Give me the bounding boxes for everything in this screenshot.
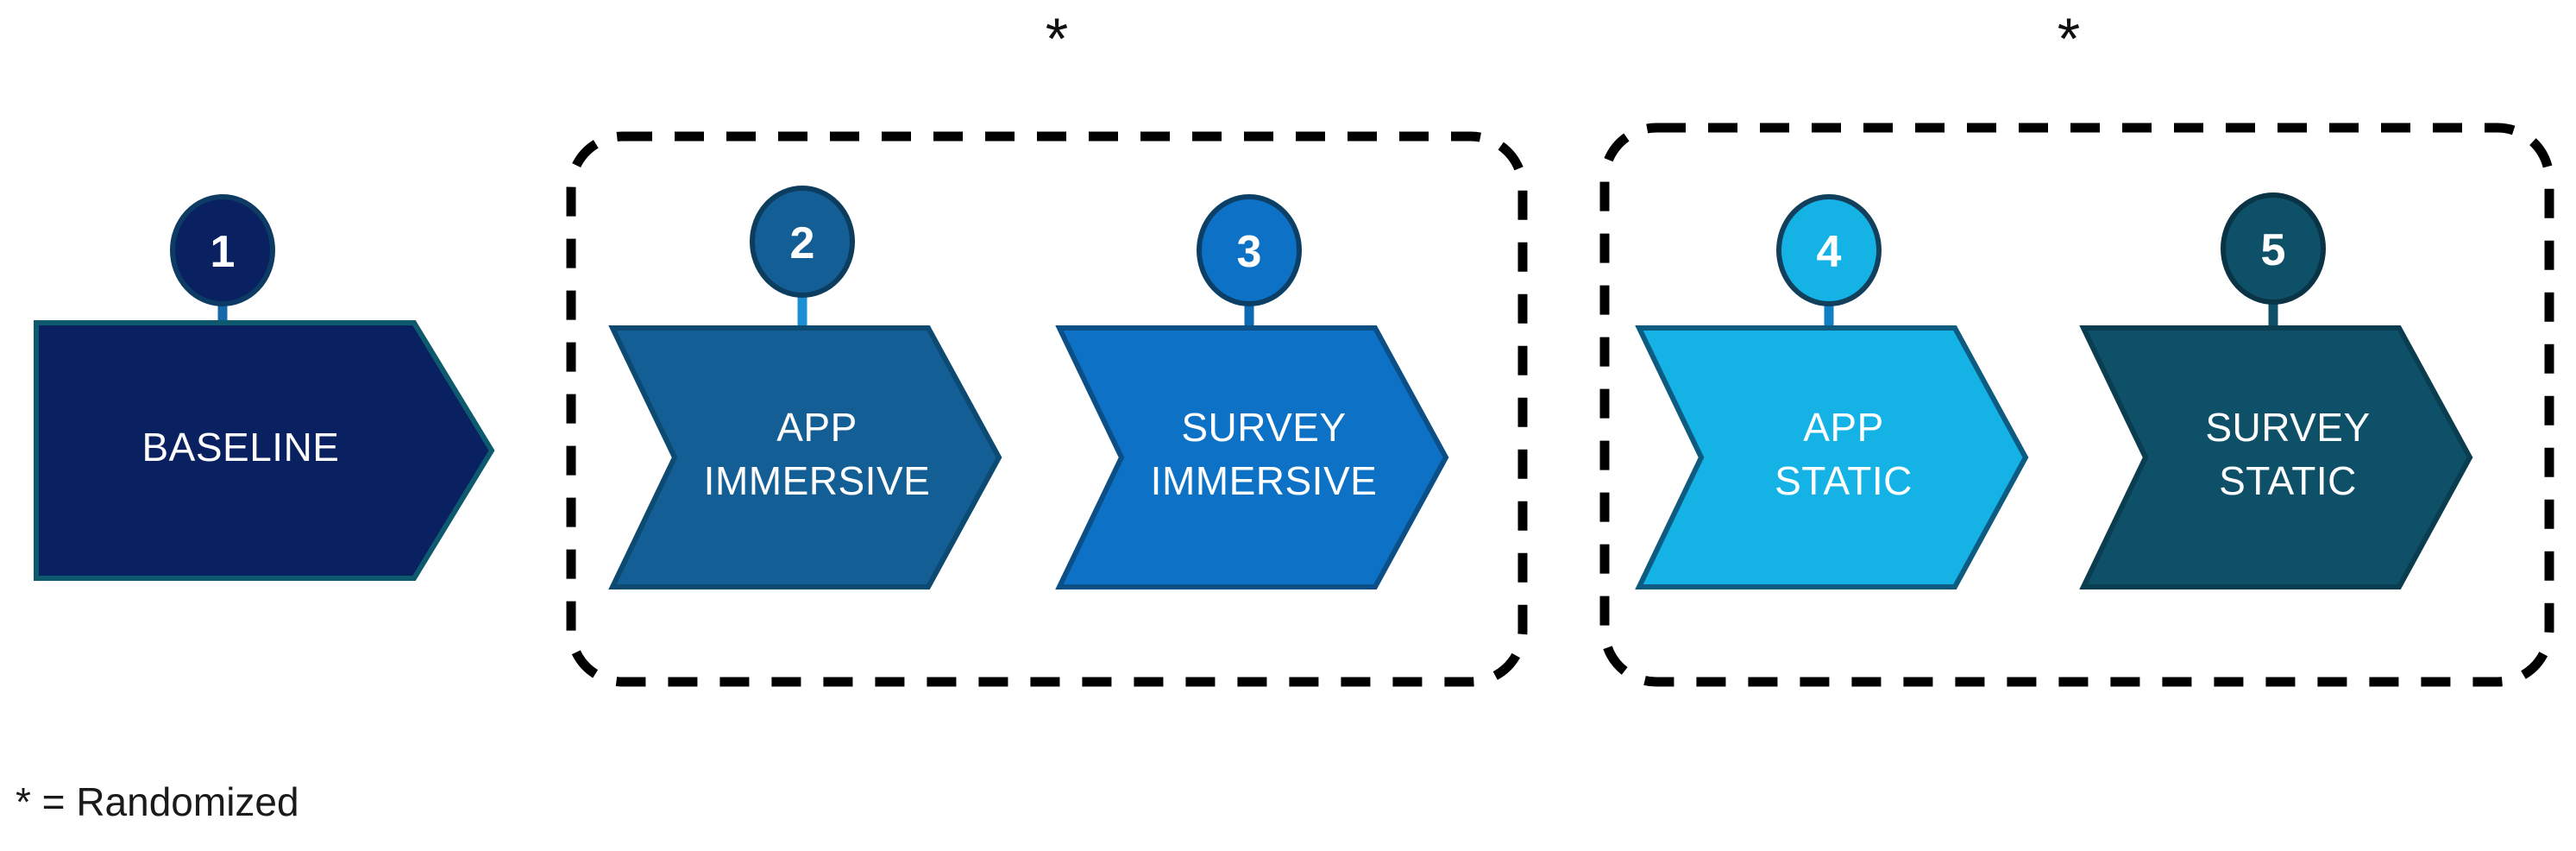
- step-number-badge[interactable]: [1776, 194, 1882, 306]
- randomized-asterisk-icon: *: [1046, 6, 1068, 72]
- study-step[interactable]: SURVEY STATIC 5: [2079, 192, 2473, 589]
- randomization-group-box: [1599, 123, 2554, 687]
- step-chevron-shape[interactable]: [1055, 325, 1449, 589]
- step-number-text: 4: [1817, 227, 1842, 277]
- step-label-line: BASELINE: [142, 425, 340, 470]
- step-chevron-shape[interactable]: [608, 325, 1002, 589]
- step-label-line: IMMERSIVE: [704, 458, 931, 503]
- step-number-text: 5: [2261, 225, 2286, 275]
- legend-randomized-text: * = Randomized: [16, 779, 299, 824]
- step-number-badge[interactable]: [2221, 192, 2326, 305]
- step-label-line: STATIC: [1775, 458, 1913, 503]
- step-number-badge[interactable]: [170, 194, 275, 306]
- randomization-group-box: [566, 131, 1528, 687]
- step-number-text: 3: [1237, 227, 1262, 277]
- step-number-text: 2: [790, 218, 815, 268]
- step-number-badge[interactable]: [1197, 194, 1302, 306]
- step-chevron-shape[interactable]: [2079, 325, 2473, 589]
- step-chevron-shape[interactable]: [1635, 325, 2029, 589]
- group-asterisk-markers: **: [1046, 6, 2080, 72]
- step-number-badge[interactable]: [750, 186, 855, 298]
- randomization-groups: [566, 123, 2554, 687]
- study-steps: BASELINE1APPIMMERSIVE2SURVEYIMMERSIVE3AP…: [34, 186, 2473, 589]
- study-step[interactable]: SURVEY IMMERSIVE 3: [1055, 194, 1449, 589]
- step-number-text: 1: [210, 227, 236, 277]
- step-label-line: APP: [1803, 405, 1884, 450]
- step-label-line: STATIC: [2219, 458, 2357, 503]
- study-step[interactable]: APP STATIC 4: [1635, 194, 2029, 589]
- study-step[interactable]: APP IMMERSIVE 2: [608, 186, 1002, 589]
- step-label-line: IMMERSIVE: [1151, 458, 1378, 503]
- step-chevron-shape[interactable]: [34, 320, 495, 581]
- step-label-line: APP: [776, 405, 858, 450]
- step-label-line: SURVEY: [2205, 405, 2370, 450]
- study-step[interactable]: BASELINE 1: [34, 194, 495, 581]
- step-label-line: SURVEY: [1181, 405, 1346, 450]
- randomized-asterisk-icon: *: [2058, 6, 2080, 72]
